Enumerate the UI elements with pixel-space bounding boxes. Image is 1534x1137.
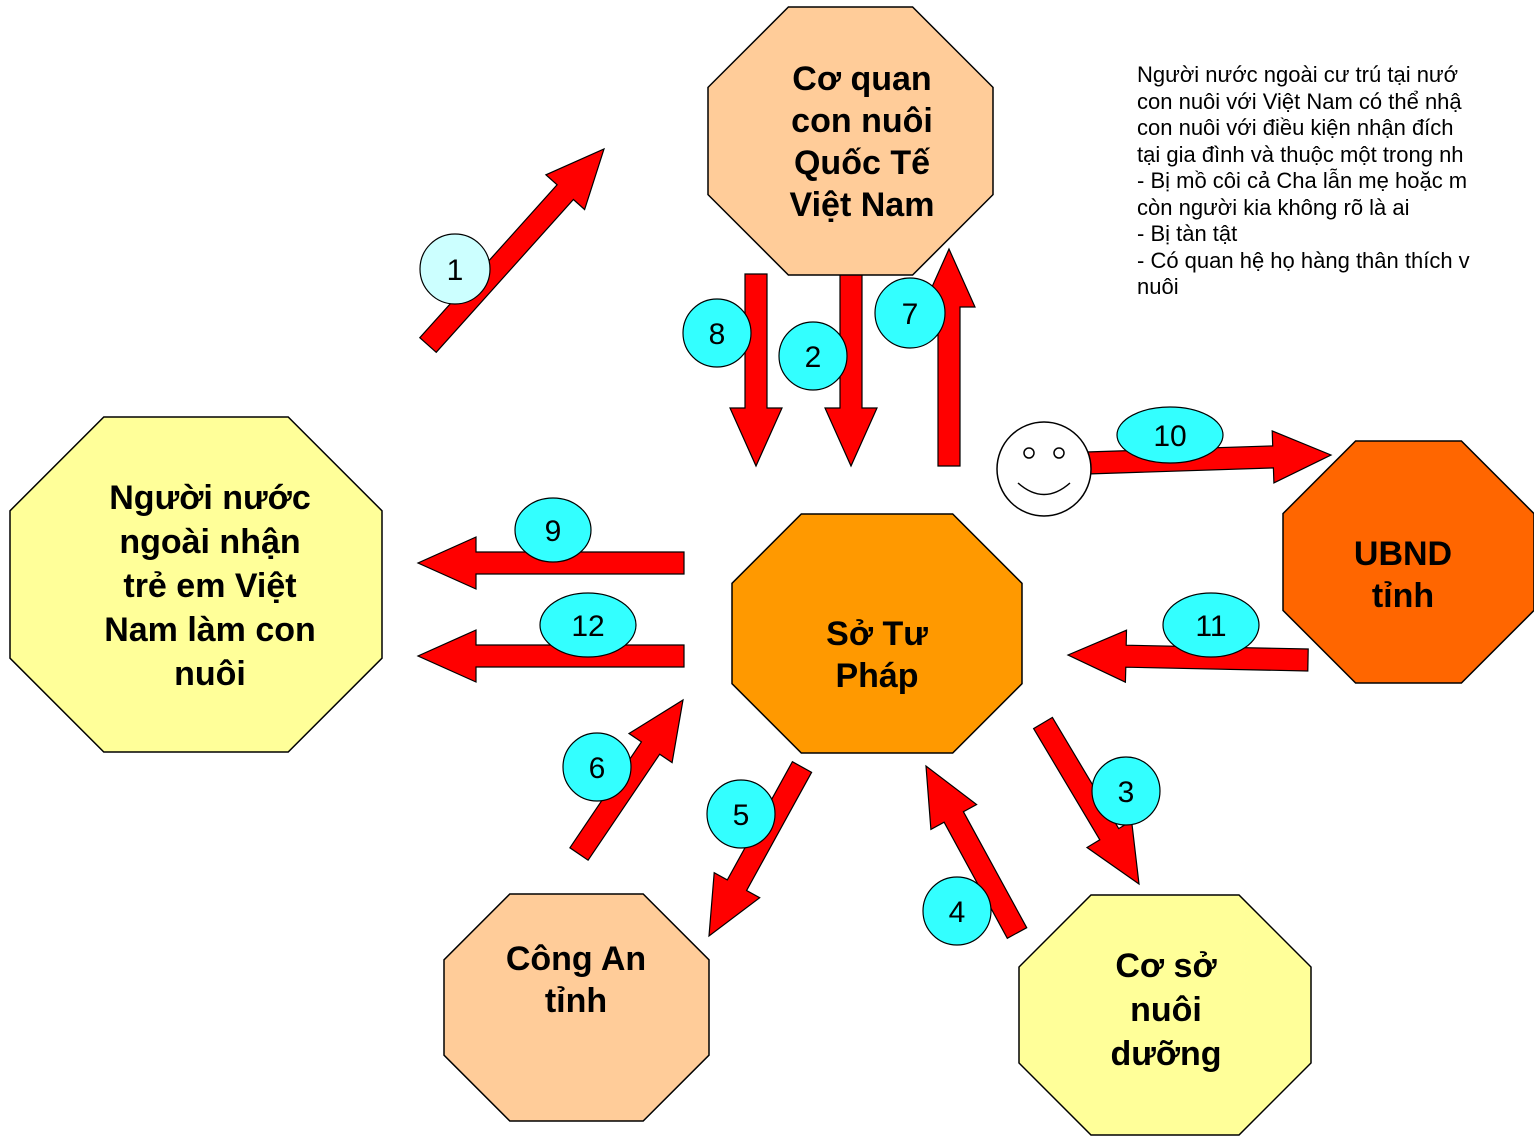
foreigner-label-line: Người nước xyxy=(109,479,310,517)
note-line: tại gia đình và thuộc một trong nh xyxy=(1137,141,1464,167)
arrow-step-12 xyxy=(416,629,685,683)
facility-label-line: dưỡng xyxy=(1110,1035,1221,1073)
step-badge-10: 10 xyxy=(1116,406,1224,464)
step-number: 4 xyxy=(949,896,966,929)
step-number: 5 xyxy=(733,799,750,832)
facility-label-line: Cơ sở xyxy=(1115,947,1217,985)
foreigner-label-line: trẻ em Việt xyxy=(123,567,296,605)
facility-node: Cơ sở nuôi dưỡng xyxy=(1018,894,1312,1136)
smiley-face-icon xyxy=(996,421,1092,517)
justice-label-line: Pháp xyxy=(835,657,918,695)
police-label-line: tỉnh xyxy=(545,982,607,1020)
step-number: 3 xyxy=(1118,776,1135,809)
police-label-line: Công An xyxy=(506,940,646,978)
step-number: 2 xyxy=(805,341,822,374)
note-line: còn người kia không rõ là ai xyxy=(1137,194,1410,220)
arrow-step-11 xyxy=(1066,629,1309,684)
step-number: 7 xyxy=(902,298,919,331)
step-number: 12 xyxy=(571,610,604,643)
step-badge-9: 9 xyxy=(514,497,592,563)
ubnd-node: UBND tỉnh xyxy=(1282,440,1534,684)
note-line: con nuôi với điều kiện nhận đích xyxy=(1137,115,1454,140)
step-badge-5: 5 xyxy=(706,779,776,849)
step-badge-2: 2 xyxy=(778,321,848,391)
ubnd-label-line: UBND xyxy=(1354,535,1452,573)
justice-label-line: Sở Tư xyxy=(826,615,928,653)
ubnd-label-line: tỉnh xyxy=(1372,577,1434,615)
intl-label-line: Việt Nam xyxy=(790,186,935,224)
step-number: 11 xyxy=(1195,610,1226,643)
facility-label-line: nuôi xyxy=(1130,991,1202,1029)
foreigner-label-line: ngoài nhận xyxy=(119,523,300,561)
foreigner-label-line: Nam làm con xyxy=(104,611,316,649)
justice-node: Sở Tư Pháp xyxy=(731,513,1023,754)
note-line: con nuôi với Việt Nam có thể nhậ xyxy=(1137,88,1462,114)
step-number: 9 xyxy=(545,515,562,548)
step-badge-1: 1 xyxy=(419,233,491,305)
step-badge-12: 12 xyxy=(539,592,637,658)
note-line: - Có quan hệ họ hàng thân thích v xyxy=(1137,247,1470,273)
arrow-step-5 xyxy=(708,760,813,938)
step-number: 10 xyxy=(1153,420,1186,453)
arrow-step-3 xyxy=(1032,716,1140,886)
note-line: nuôi xyxy=(1137,274,1179,299)
arrow-step-7 xyxy=(922,247,976,467)
step-number: 6 xyxy=(589,752,606,785)
step-badge-6: 6 xyxy=(562,732,632,802)
arrow-step-8 xyxy=(729,273,783,468)
note-line: - Bị mồ côi cả Cha lẫn mẹ hoặc m xyxy=(1137,168,1468,193)
arrow-step-4 xyxy=(925,764,1028,940)
step-badge-4: 4 xyxy=(922,876,992,946)
step-badge-11: 11 xyxy=(1162,592,1260,658)
intl-label-line: Cơ quan xyxy=(792,60,931,98)
intl-label-line: con nuôi xyxy=(791,102,933,140)
step-badge-8: 8 xyxy=(682,298,752,368)
step-number: 1 xyxy=(447,254,464,287)
note-line: Người nước ngoài cư trú tại nướ xyxy=(1137,62,1459,87)
arrow-step-10 xyxy=(1085,429,1333,484)
police-node: Công An tỉnh xyxy=(443,893,710,1122)
foreigner-label-line: nuôi xyxy=(174,655,246,693)
step-number: 8 xyxy=(709,318,726,351)
step-badge-3: 3 xyxy=(1091,756,1161,826)
arrow-step-2 xyxy=(824,273,878,468)
intl-label-line: Quốc Tế xyxy=(794,144,930,182)
step-badge-7: 7 xyxy=(874,277,946,349)
note-line: - Bị tàn tật xyxy=(1137,221,1238,246)
arrow-step-9 xyxy=(416,536,685,590)
